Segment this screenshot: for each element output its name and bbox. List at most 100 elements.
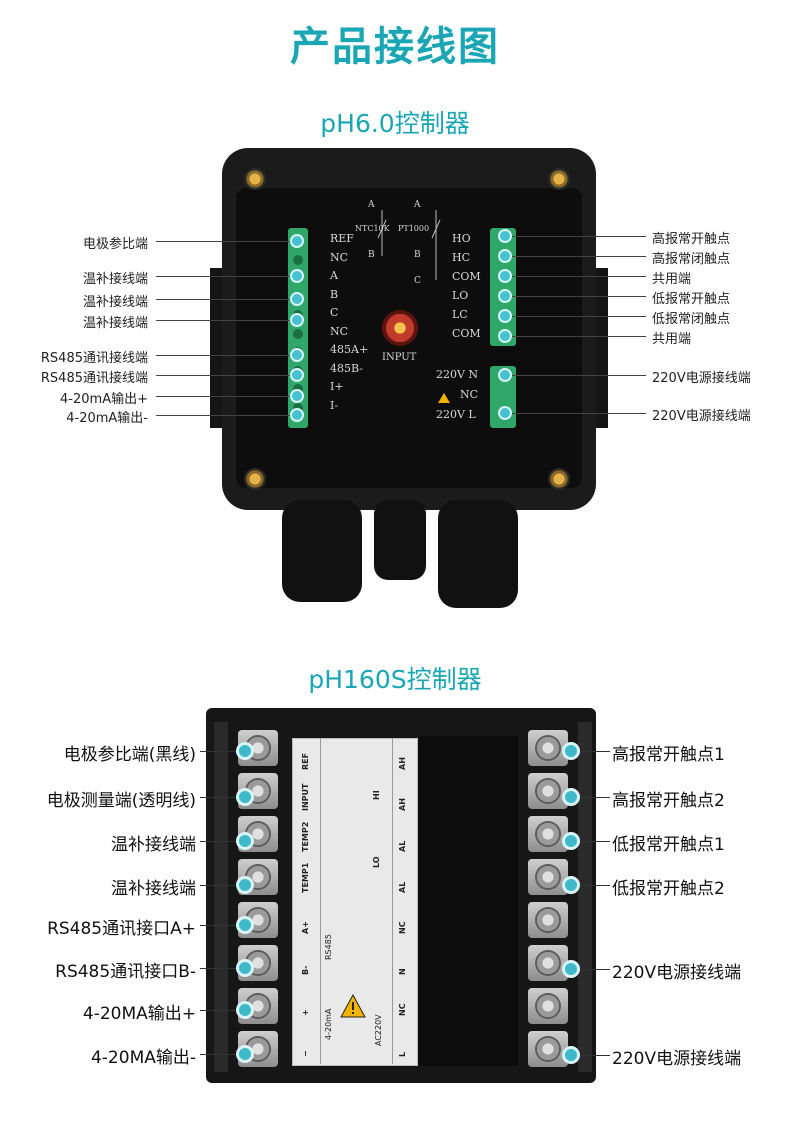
panel-left-tag: A+ [301, 921, 310, 934]
panel-right-tag: NC [398, 921, 407, 934]
pointer-dot-icon [290, 368, 304, 382]
pin-label: 485B- [330, 361, 363, 375]
s2-left-label: 4-20MA输出- [90, 1048, 196, 1068]
screw-icon [548, 168, 570, 190]
leader-line [156, 320, 294, 321]
pin-label: COM [452, 270, 481, 283]
panel-left-tag: REF [301, 752, 310, 770]
s1-left-label: RS485通讯接线端 [40, 351, 148, 366]
leader-line [506, 316, 646, 317]
screw-icon [548, 468, 570, 490]
s2-right-label: 高报常开触点1 [612, 745, 725, 765]
pin-label: HC [452, 251, 471, 264]
terminal-screw-icon [293, 328, 303, 339]
rs485-label: RS485 [324, 934, 333, 960]
leader-line [156, 375, 294, 376]
pointer-dot-icon [498, 309, 512, 323]
pointer-dot-icon [562, 1046, 580, 1064]
s2-left-label: RS485通讯接口B- [55, 962, 196, 982]
input-label: INPUT [382, 352, 417, 363]
leader-line [572, 751, 610, 752]
panel-right-tag: AL [398, 881, 407, 893]
box1-side-right [592, 268, 608, 428]
s1-right-label: 共用端 [652, 272, 692, 287]
panel-right-tag: N [398, 968, 407, 975]
panel-right-tag: AH [398, 757, 407, 770]
section2-heading: pH160S控制器 [308, 665, 482, 694]
pin-label: COM [452, 327, 481, 340]
terminal-screw-icon [528, 902, 568, 938]
panel-left-tag: B- [301, 965, 310, 975]
leader-line [200, 925, 242, 926]
leader-line [572, 841, 610, 842]
bnc-input-icon [382, 310, 418, 346]
panel-left-tag: TEMP1 [301, 862, 310, 893]
pin-label: LO [452, 289, 469, 302]
leader-line [506, 256, 646, 257]
warning-icon [438, 388, 450, 403]
pin-label: B [414, 250, 421, 260]
pointer-dot-icon [236, 1001, 254, 1019]
s1-left-label: 温补接线端 [82, 316, 148, 331]
pin-label: I- [330, 398, 339, 412]
leader-line [200, 968, 242, 969]
pointer-dot-icon [498, 368, 512, 382]
leader-line [200, 797, 242, 798]
ntc-label: NTC10K [355, 224, 390, 233]
pointer-dot-icon [236, 876, 254, 894]
s1-right-label: 低报常开触点 [652, 292, 731, 307]
pin-label: REF [330, 232, 354, 245]
leader-line [156, 241, 294, 242]
pointer-dot-icon [290, 234, 304, 248]
left-rail [214, 722, 228, 1072]
pt-label: PT1000 [398, 224, 430, 233]
leader-line [156, 355, 294, 356]
panel-left-tag: − [301, 1050, 310, 1057]
pin-label: B [330, 287, 339, 301]
pin-label: C [414, 276, 421, 286]
panel-left-tag: INPUT [301, 783, 310, 812]
s2-right-label: 低报常开触点2 [612, 879, 725, 899]
pin-label: NC [330, 250, 349, 264]
s1-left-label: 4-20mA输出+ [60, 392, 148, 407]
pin-label: NC [460, 388, 479, 401]
pointer-dot-icon [562, 832, 580, 850]
leader-line [572, 797, 610, 798]
cable-gland [282, 500, 362, 602]
pointer-dot-icon [236, 742, 254, 760]
s1-left-label: 温补接线端 [82, 272, 148, 287]
pointer-dot-icon [562, 876, 580, 894]
terminal-screw-icon [293, 254, 303, 265]
s1-right-label: 高报常开触点 [652, 232, 731, 247]
pin-label: A [414, 200, 421, 210]
s2-left-label: 电极测量端(透明线) [46, 791, 196, 811]
leader-line [572, 969, 610, 970]
s1-left-label: RS485通讯接线端 [40, 371, 148, 386]
panel-right-tag: AL [398, 840, 407, 852]
s2-left-label: 4-20MA输出+ [82, 1004, 196, 1024]
leader-line [506, 276, 646, 277]
pointer-dot-icon [290, 269, 304, 283]
panel-left-column [294, 738, 321, 1064]
left-pin-labels: REF NC A B C NC 485A+ 485B- I+ I- [330, 232, 368, 417]
s1-left-label: 4-20mA输出- [66, 411, 148, 426]
pointer-dot-icon [290, 389, 304, 403]
s2-left-label: 温补接线端 [111, 835, 196, 855]
pin-label: 220V L [436, 408, 476, 421]
terminal-screw-icon [528, 1031, 568, 1067]
cable-gland [374, 500, 426, 580]
s2-left-label: 温补接线端 [111, 879, 196, 899]
s1-right-label: 高报常闭触点 [652, 252, 731, 267]
s2-right-label: 低报常开触点1 [612, 835, 725, 855]
panel-right-tag: AH [398, 798, 407, 811]
s1-left-label: 温补接线端 [82, 295, 148, 310]
pin-label: C [330, 306, 339, 319]
leader-line [506, 296, 646, 297]
pointer-dot-icon [562, 788, 580, 806]
leader-line [572, 885, 610, 886]
pointer-dot-icon [236, 788, 254, 806]
pointer-dot-icon [562, 742, 580, 760]
terminal-screw-icon [238, 730, 278, 766]
pin-label: HO [452, 232, 471, 245]
pointer-dot-icon [498, 289, 512, 303]
